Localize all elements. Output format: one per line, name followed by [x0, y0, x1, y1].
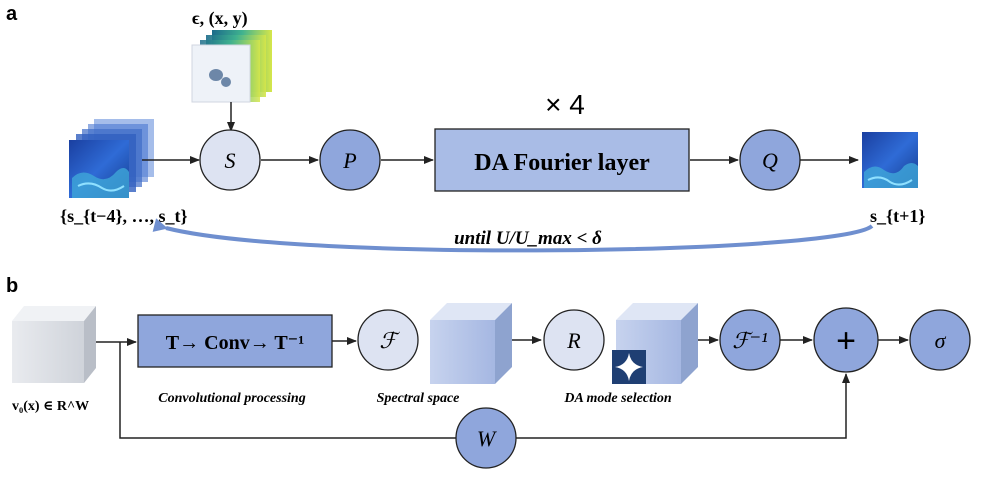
- mode-selection-node: R: [543, 309, 605, 371]
- inverse-fourier-node: ℱ⁻¹: [719, 309, 781, 371]
- output-state-label: s_{t+1}: [870, 206, 925, 226]
- fourier-layer-block: DA Fourier layer: [434, 128, 690, 192]
- skip-to-sum-arrow: [516, 373, 850, 439]
- output-node: Q: [739, 129, 801, 191]
- skip-path-line: [119, 342, 456, 439]
- inverse-fourier-label: ℱ⁻¹: [732, 328, 768, 353]
- sum-node: +: [813, 307, 879, 373]
- conv-block-label: T→ Conv→ T⁻¹: [166, 332, 304, 354]
- conv-block: T→ Conv→ T⁻¹: [137, 314, 333, 368]
- output-state-image: [862, 132, 918, 188]
- activation-node-label: σ: [935, 328, 947, 353]
- input-feature-label: v₀(x) ∈ R^W: [12, 399, 89, 414]
- input-state-stack: [69, 119, 154, 198]
- activation-node: σ: [909, 309, 971, 371]
- parameter-stack: [191, 30, 272, 103]
- mode-mask-icon: [612, 350, 646, 384]
- mode-caption: DA mode selection: [563, 391, 672, 406]
- input-params-label: ϵ, (x, y): [192, 8, 248, 29]
- fourier-transform-label: ℱ: [379, 328, 400, 353]
- obstacle-icon: [209, 69, 223, 81]
- sum-node-label: +: [836, 322, 856, 360]
- panel-b-label: b: [6, 275, 18, 297]
- fourier-transform-node: ℱ: [357, 309, 419, 371]
- spectral-prism: [430, 303, 512, 384]
- lifting-node-label: S: [225, 148, 236, 173]
- loop-condition-label: until U/U_max < δ: [454, 228, 602, 249]
- spectral-caption: Spectral space: [377, 391, 460, 406]
- input-feature-prism: [12, 306, 96, 383]
- repeat-label: × 4: [545, 89, 585, 120]
- projection-node-label: P: [342, 148, 356, 173]
- lifting-node: S: [199, 129, 261, 191]
- conv-caption: Convolutional processing: [158, 391, 305, 406]
- autoregressive-loop-arrow: [152, 218, 874, 253]
- output-node-label: Q: [762, 148, 778, 173]
- skip-weight-node: W: [455, 407, 517, 469]
- skip-weight-label: W: [477, 426, 497, 451]
- fourier-layer-label: DA Fourier layer: [474, 150, 650, 176]
- mode-selection-label: R: [566, 328, 581, 353]
- panel-a-label: a: [6, 3, 18, 25]
- projection-node: P: [319, 129, 381, 191]
- filtered-prism: [612, 303, 698, 384]
- input-states-label: {s_{t−4}, …, s_t}: [60, 206, 188, 226]
